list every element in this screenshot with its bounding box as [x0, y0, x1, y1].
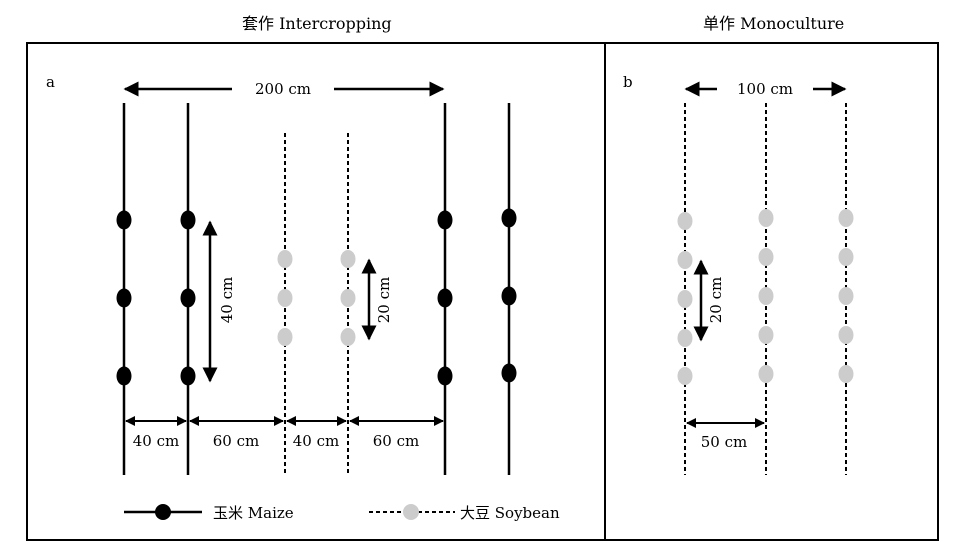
maize-plant [116, 366, 132, 386]
soybean-plant [677, 212, 693, 230]
intercropping-title: 套作 Intercropping [242, 14, 392, 33]
soybean-plant [677, 290, 693, 308]
soybean-plant [677, 367, 693, 385]
soybean-plant [838, 248, 854, 266]
legend-maize-symbol [155, 504, 171, 520]
maize-plant [180, 366, 196, 386]
soybean-plant [277, 250, 293, 268]
soybean-plant [340, 289, 356, 307]
soybean-plant [758, 365, 774, 383]
maize-plant [437, 366, 453, 386]
maize-plant [501, 286, 517, 306]
maize-plant [180, 288, 196, 308]
maize-plant [501, 363, 517, 383]
soybean-plant [677, 251, 693, 269]
soybean-plant [838, 365, 854, 383]
panel-a-frame [26, 42, 606, 541]
maize-plant [116, 288, 132, 308]
row-gap-label: 40 cm [293, 432, 339, 450]
soybean-plant [838, 287, 854, 305]
soybean-plant [838, 209, 854, 227]
panel-a-label: a [46, 73, 55, 91]
panel-a-width-label: 200 cm [255, 80, 311, 98]
soybean-spacing-label-a: 20 cm [375, 277, 393, 323]
panel-b-width-label: 100 cm [737, 80, 793, 98]
row-gap-label: 60 cm [213, 432, 259, 450]
soybean-plants-b [677, 209, 854, 385]
soybean-plant [277, 289, 293, 307]
monoculture-title: 单作 Monoculture [703, 14, 845, 33]
legend-maize-label: 玉米 Maize [213, 504, 294, 522]
soybean-plant [340, 328, 356, 346]
legend-soybean-label: 大豆 Soybean [460, 504, 560, 522]
soybean-plants-a [277, 250, 356, 346]
row-gap-label-b: 50 cm [701, 433, 747, 451]
soybean-spacing-label-b: 20 cm [707, 277, 725, 323]
maize-plant [116, 210, 132, 230]
maize-plants [116, 208, 517, 386]
legend-soybean-symbol [403, 504, 419, 520]
panel-b-frame [604, 42, 939, 541]
soybean-plant [758, 209, 774, 227]
soybean-plant [277, 328, 293, 346]
soybean-plant [677, 329, 693, 347]
row-gap-label: 60 cm [373, 432, 419, 450]
soybean-plant [758, 326, 774, 344]
maize-plant [501, 208, 517, 228]
maize-spacing-label: 40 cm [218, 277, 236, 323]
maize-plant [437, 210, 453, 230]
maize-plant [180, 210, 196, 230]
maize-plant [437, 288, 453, 308]
soybean-plant [758, 248, 774, 266]
row-gap-label: 40 cm [133, 432, 179, 450]
panel-b-label: b [623, 73, 633, 91]
soybean-plant [758, 287, 774, 305]
soybean-plant [838, 326, 854, 344]
soybean-plant [340, 250, 356, 268]
